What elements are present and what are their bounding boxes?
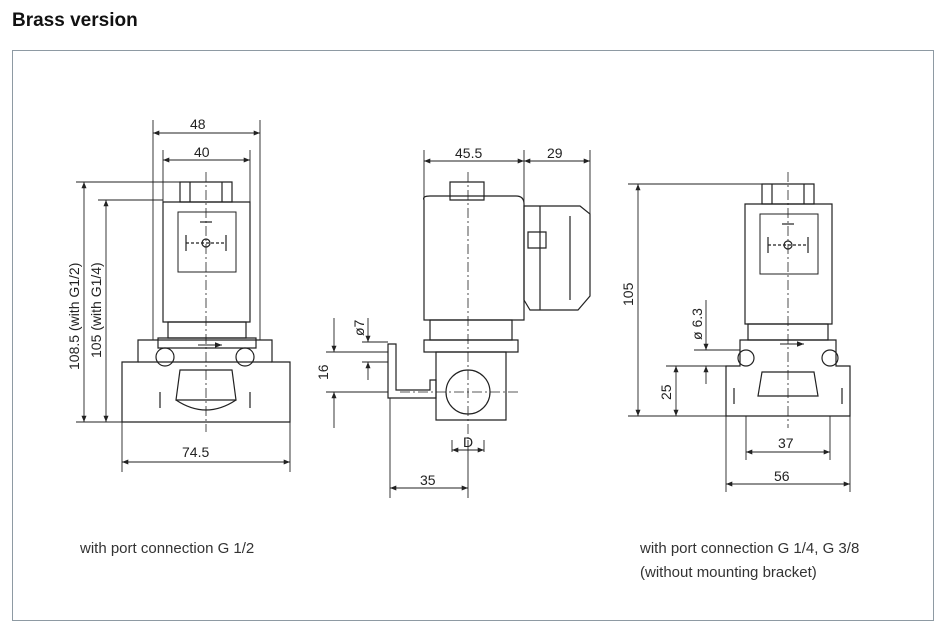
dim-37: 37 xyxy=(778,435,794,451)
dim-40: 40 xyxy=(194,144,210,160)
dim-d6-3: ø 6.3 xyxy=(689,308,705,340)
dimensions-right xyxy=(628,183,851,492)
dim-25: 25 xyxy=(658,384,674,400)
dim-d7: ø7 xyxy=(351,319,367,336)
dim-16: 16 xyxy=(315,364,331,380)
section-title: Brass version xyxy=(12,10,138,31)
dim-105: 105 xyxy=(620,282,636,306)
valve-front-view-left xyxy=(121,172,291,432)
dim-35: 35 xyxy=(420,472,436,488)
dim-56: 56 xyxy=(774,468,790,484)
dim-74-5: 74.5 xyxy=(182,444,209,460)
caption-right-line1: with port connection G 1/4, G 3/8 xyxy=(640,540,860,557)
dimensions-left xyxy=(76,120,291,472)
caption-right-line2: (without mounting bracket) xyxy=(640,564,817,581)
dim-45-5: 45.5 xyxy=(455,145,482,161)
caption-left: with port connection G 1/2 xyxy=(80,540,255,557)
dim-29: 29 xyxy=(547,145,563,161)
valve-side-view xyxy=(387,172,591,440)
dimensions-middle xyxy=(326,150,591,498)
dim-108-5: 108.5 (with G1/2) xyxy=(66,263,82,370)
valve-front-view-right xyxy=(725,172,851,428)
dim-105-g14: 105 (with G1/4) xyxy=(88,262,104,358)
drawing-frame xyxy=(12,50,934,621)
dim-48: 48 xyxy=(190,116,206,132)
dim-D: D xyxy=(463,434,473,450)
